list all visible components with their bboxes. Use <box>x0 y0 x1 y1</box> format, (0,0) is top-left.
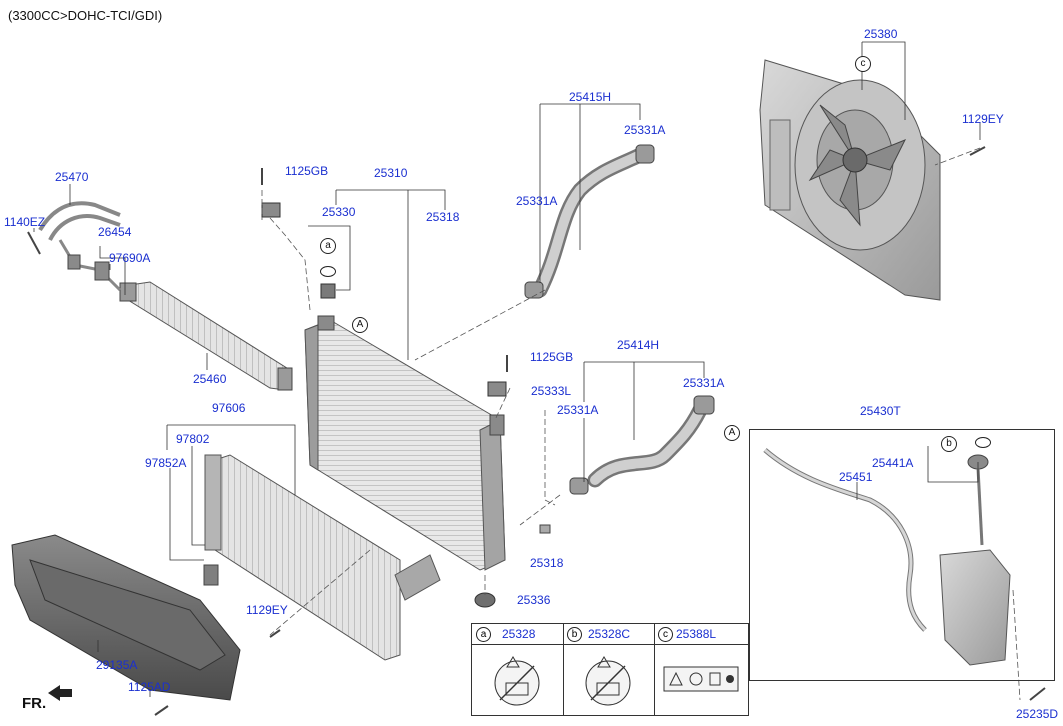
legend-cell-b[interactable]: b 25328C <box>563 624 655 715</box>
reservoir-assembly-box <box>749 429 1055 681</box>
part-label-97852a[interactable]: 97852A <box>145 456 187 470</box>
caution-sticker-icon <box>663 666 739 692</box>
part-label-25470[interactable]: 25470 <box>55 170 89 184</box>
legend-part-c[interactable]: 25388L <box>676 627 717 641</box>
part-label-25331a-lower-right[interactable]: 25331A <box>683 376 725 390</box>
part-label-29135a[interactable]: 29135A <box>96 658 138 672</box>
part-label-25331a-lower-left[interactable]: 25331A <box>557 403 599 417</box>
part-label-25333l[interactable]: 25333L <box>531 384 572 398</box>
part-label-25318-bottom[interactable]: 25318 <box>530 556 564 570</box>
part-label-25380[interactable]: 25380 <box>864 27 898 41</box>
legend-key-b: b <box>567 627 582 642</box>
reservoir-illustration <box>939 454 1011 666</box>
condenser-illustration <box>203 454 441 661</box>
legend-key-c: c <box>658 627 673 642</box>
legend-part-b[interactable]: 25328C <box>588 627 631 641</box>
part-label-25331a-upper-left[interactable]: 25331A <box>516 194 558 208</box>
part-label-1129ey-top[interactable]: 1129EY <box>962 112 1004 126</box>
callout-A-upper: A <box>352 317 368 333</box>
part-label-1125gb-top[interactable]: 1125GB <box>285 164 329 178</box>
legend-key-a: a <box>476 627 491 642</box>
part-label-25451[interactable]: 25451 <box>839 470 873 484</box>
part-label-25318-top[interactable]: 25318 <box>426 210 460 224</box>
legend-table: a 25328 b 25328C c 25388L <box>471 623 749 716</box>
callout-a: a <box>320 238 336 254</box>
fan-shroud-illustration <box>759 59 941 301</box>
part-label-25415h[interactable]: 25415H <box>569 90 612 104</box>
part-label-25414h[interactable]: 25414H <box>617 338 660 352</box>
callout-b: b <box>941 436 957 452</box>
part-label-25331a-upper-right[interactable]: 25331A <box>624 123 666 137</box>
o-ring-icon <box>320 266 336 277</box>
part-label-25441a[interactable]: 25441A <box>872 456 914 470</box>
part-label-25235d[interactable]: 25235D <box>1016 707 1059 721</box>
callout-c: c <box>855 56 871 72</box>
callout-A-lower: A <box>724 425 740 441</box>
part-label-97606[interactable]: 97606 <box>212 401 246 415</box>
legend-cell-c[interactable]: c 25388L <box>654 624 748 715</box>
part-label-25330[interactable]: 25330 <box>322 205 356 219</box>
part-label-1140ez[interactable]: 1140EZ <box>4 215 46 229</box>
part-label-97690a[interactable]: 97690A <box>109 251 151 265</box>
part-label-1125gb-mid[interactable]: 1125GB <box>530 350 574 364</box>
radiator-illustration <box>304 315 506 571</box>
part-label-25460[interactable]: 25460 <box>193 372 227 386</box>
legend-part-a[interactable]: 25328 <box>502 627 536 641</box>
part-label-25336[interactable]: 25336 <box>517 593 551 607</box>
front-direction-label: FR. <box>22 695 47 712</box>
seal-ring-icon <box>975 437 991 448</box>
warning-label-icon <box>585 656 631 706</box>
engine-spec-header: (3300CC>DOHC-TCI/GDI) <box>8 8 163 23</box>
part-label-25310[interactable]: 25310 <box>374 166 408 180</box>
oil-cooler-illustration <box>119 281 293 391</box>
air-guard-illustration <box>11 534 241 701</box>
part-label-25430t[interactable]: 25430T <box>860 404 901 418</box>
warning-label-icon <box>494 656 540 706</box>
part-label-26454[interactable]: 26454 <box>98 225 132 239</box>
part-label-1129ey-bottom[interactable]: 1129EY <box>246 603 288 617</box>
part-label-97802[interactable]: 97802 <box>176 432 210 446</box>
legend-cell-a[interactable]: a 25328 <box>472 624 564 715</box>
part-label-1125ad[interactable]: 1125AD <box>128 680 171 694</box>
legend-divider <box>472 644 748 645</box>
